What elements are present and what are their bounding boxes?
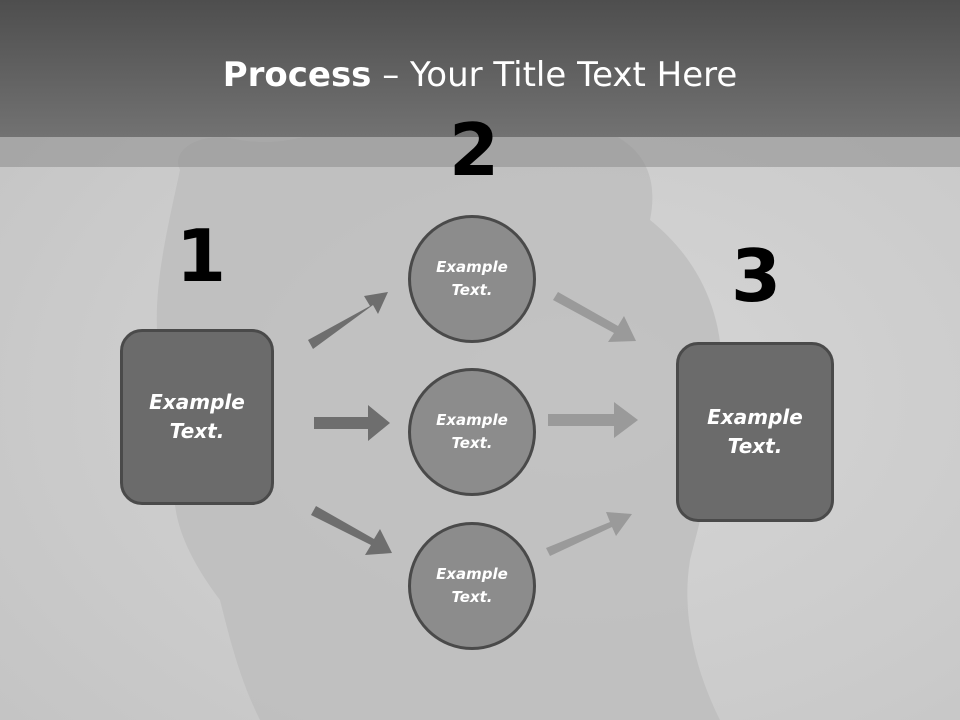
step-2c-circle: Example Text. (408, 522, 536, 650)
step-2a-text: Example Text. (436, 258, 508, 299)
step-2c-text: Example Text. (436, 565, 508, 606)
arrow-1-to-2b (314, 405, 390, 441)
header-band (0, 137, 960, 167)
step-2b-text: Example Text. (436, 411, 508, 452)
step-number-1: 1 (176, 214, 227, 298)
step-1-box: Example Text. (120, 329, 274, 505)
arrow-2c-to-3 (546, 512, 632, 556)
step-3-text: Example Text. (707, 405, 803, 458)
arrow-2b-to-3 (548, 402, 638, 438)
arrow-1-to-2a (308, 292, 388, 349)
page-title: Process – Your Title Text Here (0, 53, 960, 97)
step-3-box: Example Text. (676, 342, 834, 522)
title-bar: Process – Your Title Text Here (0, 0, 960, 137)
arrow-1-to-2c (311, 506, 392, 555)
step-number-2: 2 (449, 108, 500, 192)
step-2a-circle: Example Text. (408, 215, 536, 343)
title-bold: Process (222, 55, 372, 95)
step-2b-circle: Example Text. (408, 368, 536, 496)
step-number-3: 3 (731, 234, 782, 318)
step-1-text: Example Text. (149, 390, 245, 443)
title-rest: – Your Title Text Here (371, 55, 738, 95)
arrow-2a-to-3 (553, 292, 636, 342)
